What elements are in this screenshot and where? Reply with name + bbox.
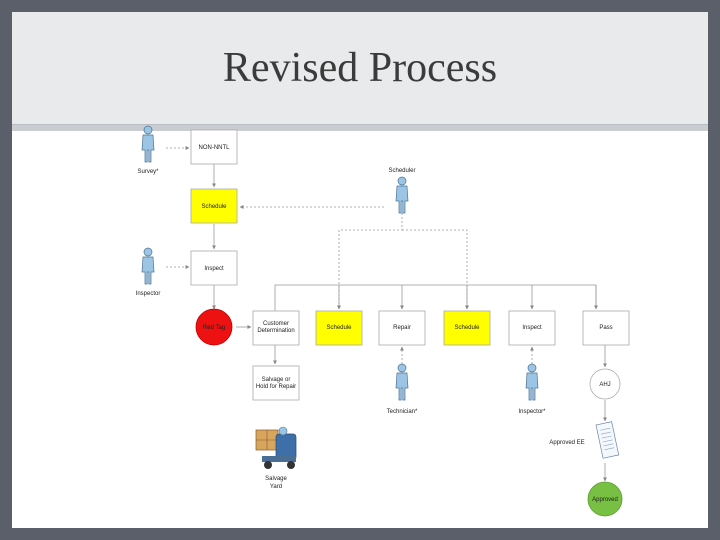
salvage-yard-line2: Yard (270, 484, 282, 490)
redtag-node: Red Tag (195, 308, 233, 346)
ahj-node: AHJ (589, 368, 621, 400)
schedule2-label: Schedule (326, 325, 352, 331)
salvage-hold-line1: Salvage or (262, 377, 291, 383)
nonntl-label: NON-NNTL (199, 145, 231, 151)
survey-label: Survey* (137, 169, 159, 175)
schedule3-label: Schedule (454, 325, 480, 331)
approved-label: Approved (592, 497, 618, 503)
technician-label: Technician* (387, 409, 418, 415)
scheduler-to-schedule2-connector (337, 213, 403, 310)
inspect2-box: Inspect (508, 310, 556, 346)
customer-label-line2: Determination (257, 328, 294, 334)
scheduler-label: Scheduler (388, 168, 415, 174)
salvage-yard-line1: Salvage (265, 476, 287, 482)
slide-title: Revised Process (222, 45, 498, 91)
forklift-icon (255, 426, 297, 469)
inspector-actor: Inspector (136, 247, 161, 297)
customer-determination-box: Customer Determination (252, 310, 300, 346)
schedule3-box: Schedule (443, 310, 491, 346)
survey-actor: Survey* (137, 125, 159, 175)
title-band (12, 12, 708, 124)
decision-bus-connector (274, 284, 597, 311)
nonntl-box: NON-NNTL (190, 129, 238, 165)
salvage-yard: Salvage Yard (255, 426, 297, 490)
connectors (166, 146, 607, 482)
inspect1-box: Inspect (190, 250, 238, 286)
person-icon (395, 363, 409, 401)
salvage-hold-box: Salvage or Hold for Repair (252, 365, 300, 401)
repair-label: Repair (393, 325, 411, 331)
repair-box: Repair (378, 310, 426, 346)
technician-actor: Technician* (387, 363, 418, 415)
redtag-label: Red Tag (203, 325, 225, 331)
customer-label-line1: Customer (263, 321, 289, 327)
approved-ee-label: Approved EE (549, 440, 584, 446)
inspector-label: Inspector (136, 291, 161, 297)
person-icon (141, 247, 155, 285)
document-icon (595, 421, 620, 459)
person-icon (395, 176, 409, 214)
schedule2-box: Schedule (315, 310, 363, 346)
scheduler-to-schedule3-connector (402, 229, 469, 310)
person-icon (141, 125, 155, 163)
person-icon (525, 363, 539, 401)
inspect1-label: Inspect (204, 266, 224, 272)
salvage-hold-line2: Hold for Repair (256, 384, 296, 390)
approved-ee-document: Approved EE (549, 421, 620, 459)
title-divider (12, 124, 708, 131)
scheduler-actor: Scheduler (388, 168, 416, 214)
schedule1-label: Schedule (201, 204, 227, 210)
inspector2-label: Inspector* (518, 409, 546, 415)
inspect2-label: Inspect (522, 325, 542, 331)
inspector2-actor: Inspector* (518, 363, 546, 415)
approved-node: Approved (587, 481, 623, 517)
schedule1-box: Schedule (190, 188, 238, 224)
pass-label: Pass (599, 325, 612, 331)
ahj-label: AHJ (599, 382, 610, 388)
pass-box: Pass (582, 310, 630, 346)
